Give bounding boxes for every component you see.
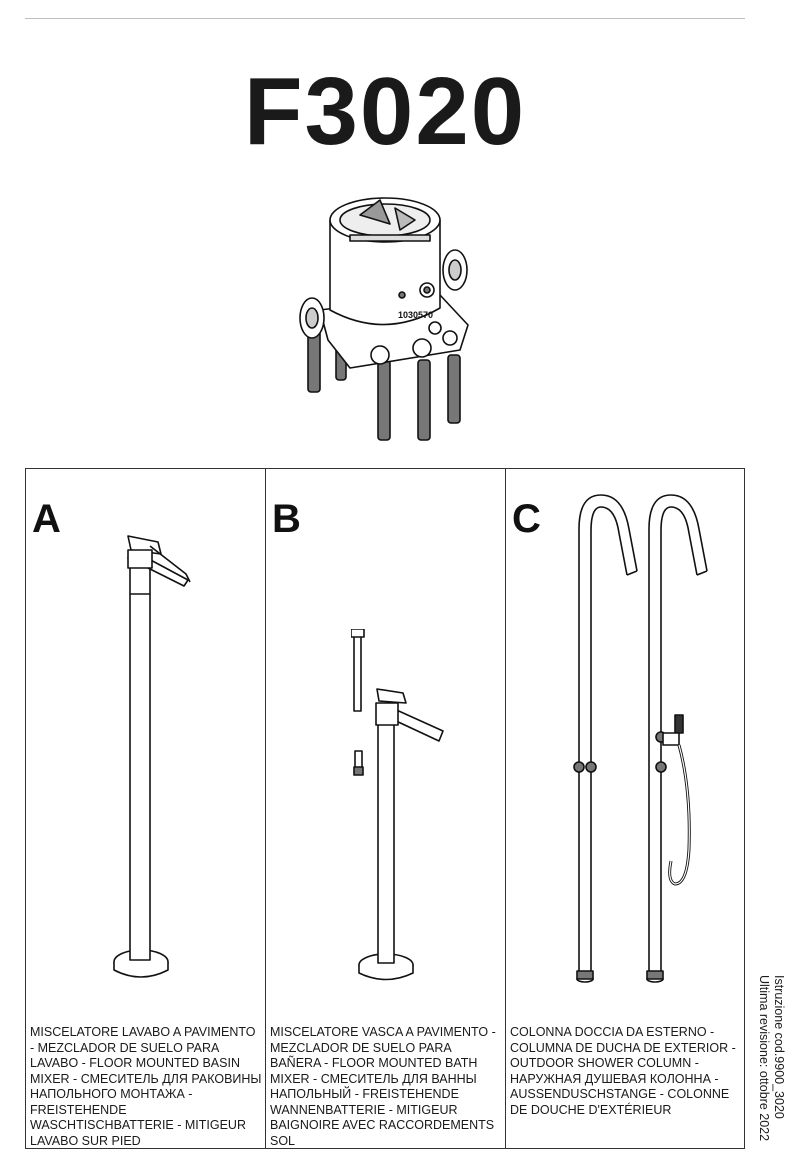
product-description: MISCELATORE LAVABO A PAVIMENTO - MEZCLAD…	[30, 1025, 262, 1148]
product-letter: B	[272, 497, 301, 541]
product-column-a: A MISCELATORE LAVABO A PAVIMENTO - MEZCL…	[26, 469, 266, 1148]
basin-mixer-illustration	[113, 535, 191, 978]
top-rule	[25, 18, 745, 19]
product-description: COLONNA DOCCIA DA ESTERNO - COLUMNA DE D…	[510, 1025, 736, 1117]
product-column-b: B MISCELATORE VASCA A PAVIMENTO - MEZCLA…	[266, 469, 506, 1148]
product-letter: C	[512, 497, 541, 541]
product-grid: A MISCELATORE LAVABO A PAVIMENTO - MEZCL…	[25, 468, 745, 1149]
product-description: MISCELATORE VASCA A PAVIMENTO - MEZCLADO…	[270, 1025, 496, 1148]
product-letter: A	[32, 497, 61, 541]
instruction-code: Istruzione cod.9900_3020	[772, 975, 786, 1119]
model-title: F3020	[243, 58, 527, 165]
body-label: 1030570	[398, 310, 433, 320]
outdoor-shower-illustration	[573, 494, 708, 983]
instruction-code-note: Istruzione cod.9900_3020 Ultima revision…	[756, 975, 786, 1155]
revision-date: Ultima revisione: ottobre 2022	[757, 975, 771, 1142]
concealed-body-illustration: 1030570	[299, 197, 469, 441]
product-column-c: C	[506, 469, 744, 1148]
bath-mixer-illustration	[351, 629, 444, 981]
